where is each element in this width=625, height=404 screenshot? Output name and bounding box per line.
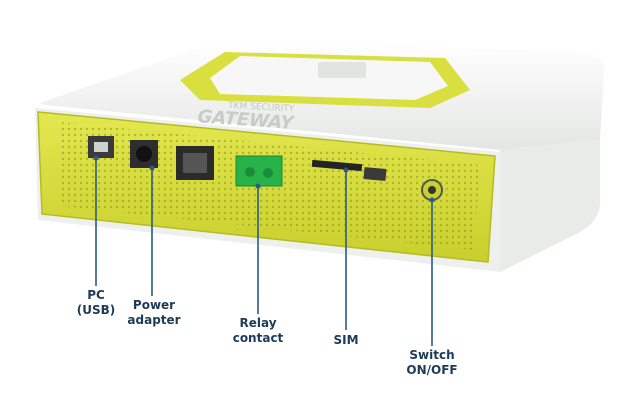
label-switch-onoff: Switch ON/OFF (402, 348, 462, 378)
label-relay-line-1: Relay (239, 316, 277, 330)
device-side (500, 140, 600, 272)
label-power-adapter: Power adapter (122, 298, 186, 328)
top-display (318, 62, 366, 78)
label-relay-contact: Relay contact (228, 316, 288, 346)
relay-screw-1 (245, 167, 255, 177)
leader-dot-power (149, 165, 155, 171)
leader-dot-pc (93, 155, 99, 161)
sim-eject (363, 167, 387, 181)
label-relay-line-2: contact (232, 331, 284, 345)
relay-screw-2 (263, 168, 273, 178)
label-sim: SIM (326, 333, 366, 348)
label-power-line-1: Power (132, 298, 176, 312)
power-jack-hole (136, 146, 152, 162)
leader-dot-sim (343, 167, 349, 173)
rj-port-inner (183, 153, 207, 173)
label-pc-usb: PC (USB) (76, 288, 116, 318)
usb-port-inner (94, 142, 108, 152)
label-switch-line-1: Switch (409, 348, 455, 362)
label-switch-line-2: ON/OFF (406, 363, 458, 377)
brand-prefix: TKM SECURITY (227, 101, 295, 115)
sim-slot (311, 159, 363, 172)
power-switch-button (428, 186, 436, 194)
relay-terminal (235, 155, 283, 187)
label-pc-line-1: PC (87, 288, 105, 302)
label-sim-line-1: SIM (333, 333, 359, 347)
label-pc-line-2: (USB) (76, 303, 116, 317)
label-power-line-2: adapter (127, 313, 181, 327)
leader-dot-relay (255, 183, 261, 189)
leader-dot-switch (429, 197, 435, 203)
